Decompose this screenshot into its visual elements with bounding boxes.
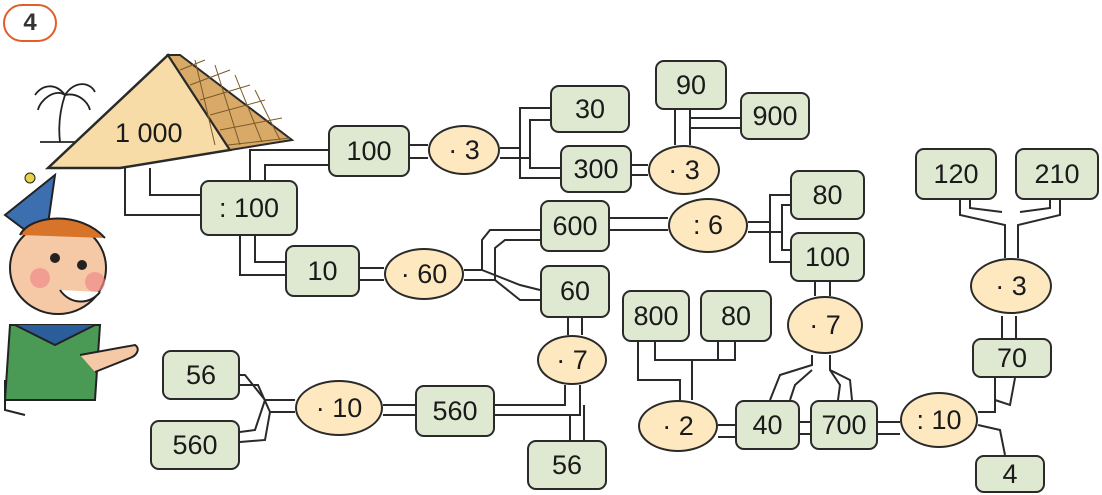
box-210: 210 xyxy=(1015,148,1099,200)
box-300: 300 xyxy=(560,145,632,193)
oval-div-10: : 10 xyxy=(900,392,978,448)
box-600: 600 xyxy=(540,200,610,252)
box-700: 700 xyxy=(810,400,878,450)
box-10: 10 xyxy=(285,245,360,297)
box-80-b: 80 xyxy=(700,290,772,342)
box-40: 40 xyxy=(735,400,800,450)
box-4: 4 xyxy=(975,455,1045,493)
box-80-a: 80 xyxy=(790,170,865,220)
box-div-100: : 100 xyxy=(200,180,298,236)
box-900: 900 xyxy=(740,92,810,140)
oval-mul-3-c: · 3 xyxy=(970,258,1052,314)
pyramid-icon xyxy=(44,53,295,170)
oval-mul-7-b: · 7 xyxy=(787,296,863,354)
oval-mul-2: · 2 xyxy=(638,400,718,452)
box-56-b: 56 xyxy=(527,440,607,490)
box-100-b: 100 xyxy=(790,232,865,282)
palm-tree-icon xyxy=(34,83,96,143)
oval-mul-10: · 10 xyxy=(295,380,383,436)
box-120: 120 xyxy=(915,148,997,200)
oval-mul-60: · 60 xyxy=(384,248,464,300)
box-560-b: 560 xyxy=(415,385,495,437)
oval-div-6: : 6 xyxy=(668,198,748,253)
box-560-a: 560 xyxy=(150,420,240,470)
box-56-a: 56 xyxy=(162,350,240,400)
box-800: 800 xyxy=(622,290,690,342)
box-60: 60 xyxy=(540,265,610,318)
oval-mul-3-b: · 3 xyxy=(648,145,720,195)
box-30: 30 xyxy=(550,85,630,133)
oval-mul-3-a: · 3 xyxy=(428,125,500,175)
pyramid-label: 1 000 xyxy=(115,118,183,148)
box-70: 70 xyxy=(972,338,1052,378)
boy-character-icon xyxy=(3,172,139,416)
exercise-number-badge: 4 xyxy=(3,4,57,42)
box-90: 90 xyxy=(655,60,727,110)
box-100: 100 xyxy=(328,125,410,177)
oval-mul-7-a: · 7 xyxy=(537,335,607,385)
